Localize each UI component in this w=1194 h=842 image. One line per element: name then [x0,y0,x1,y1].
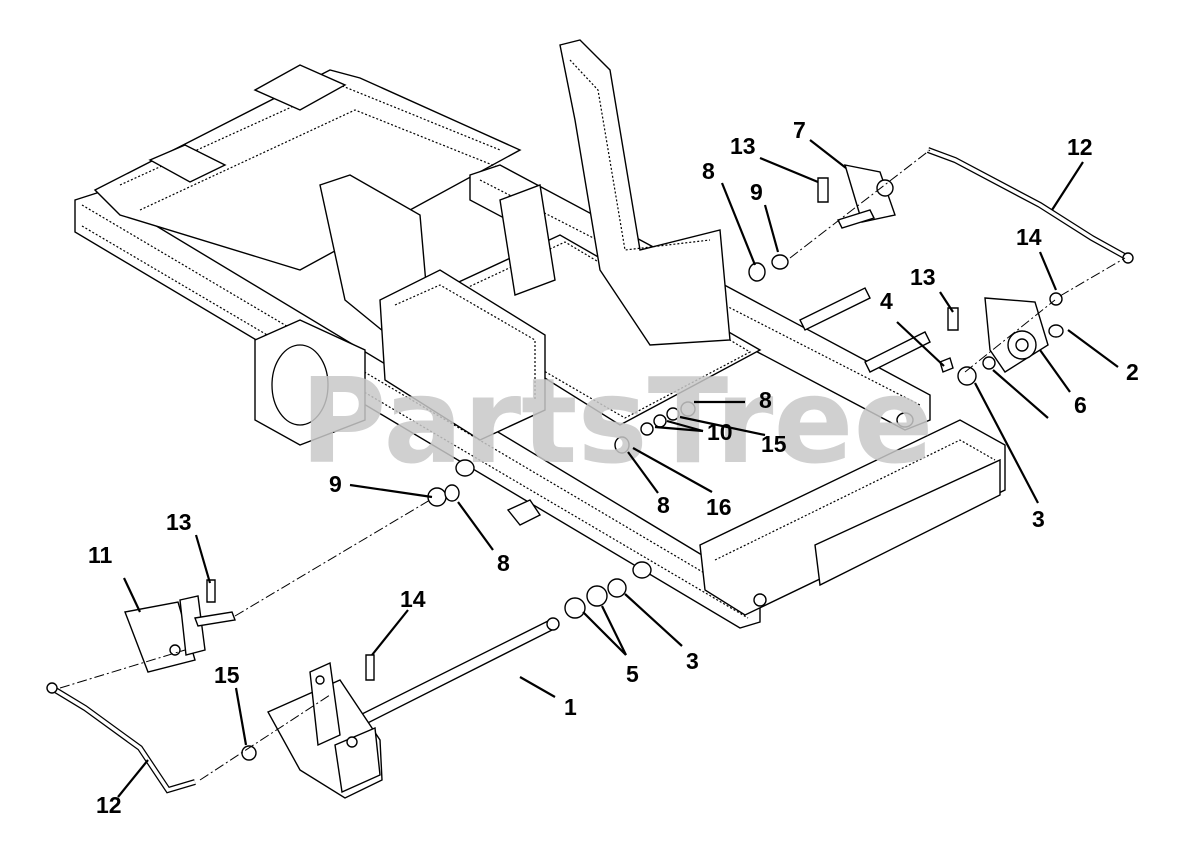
part-6-pivot-plate [984,297,1049,373]
callout-3: 3 [686,648,699,674]
callout-12: 12 [96,792,122,818]
part-11-bracket [124,595,236,673]
callout-2: 2 [1126,359,1139,385]
callout-12: 12 [1067,134,1093,160]
callout-14: 15 [214,662,240,688]
part-16-washer [982,356,996,370]
callout-labels: 1 2 3 3 4 5 6 7 8 8 8 8 9 9 10 11 12 12 … [88,117,1139,818]
callout-7: 7 [793,117,806,143]
part-8-bushing-left [444,484,460,502]
callout-8: 8 [497,550,510,576]
callout-8: 8 [657,492,670,518]
callout-13: 13 [166,509,192,535]
callout-15: 15 [761,431,787,457]
part-13-pin-right [947,307,959,331]
part-12-stabilizer-rod-right [926,147,1134,264]
callout-13: 13 [730,133,756,159]
callout-9: 9 [750,179,763,205]
part-5-washer-b [586,585,608,607]
callout-5: 5 [626,661,639,687]
part-8-bushing-top [748,262,766,282]
callout-13: 13 [910,264,936,290]
callout-6: 6 [1074,392,1087,418]
callout-leaders [117,139,1119,798]
chassis-frame [74,39,1006,629]
part-4-key [939,357,954,373]
part-13-pin-bottom [365,654,375,681]
part-13-pin-top [817,177,829,203]
hardware-washers [206,177,1064,761]
callout-8: 8 [702,158,715,184]
callout-10: 10 [707,419,733,445]
callout-15: 16 [706,494,732,520]
part-1-lift-shaft [267,617,560,799]
part-8-bushing-mid [680,401,696,417]
callout-8: 8 [759,387,772,413]
callout-1: 1 [564,694,577,720]
callout-9: 9 [329,471,342,497]
part-7-bracket [837,164,896,229]
part-2-washer [1048,324,1064,338]
part-3-bushing-right [957,366,977,386]
part-5-washer-a [564,597,586,619]
part-9-washer-top [771,254,789,270]
callout-3: 3 [1032,506,1045,532]
part-12-stabilizer-rod-left [46,682,196,794]
callout-13: 14 [400,586,426,612]
assembly-centerlines [59,149,1126,781]
part-3-bushing-bottom [607,578,627,598]
callout-14: 14 [1016,224,1042,250]
watermark-text: PartsTree [300,352,934,490]
callout-11: 11 [88,542,113,568]
part-13-pin-left [206,579,216,603]
callout-4: 4 [880,288,893,314]
